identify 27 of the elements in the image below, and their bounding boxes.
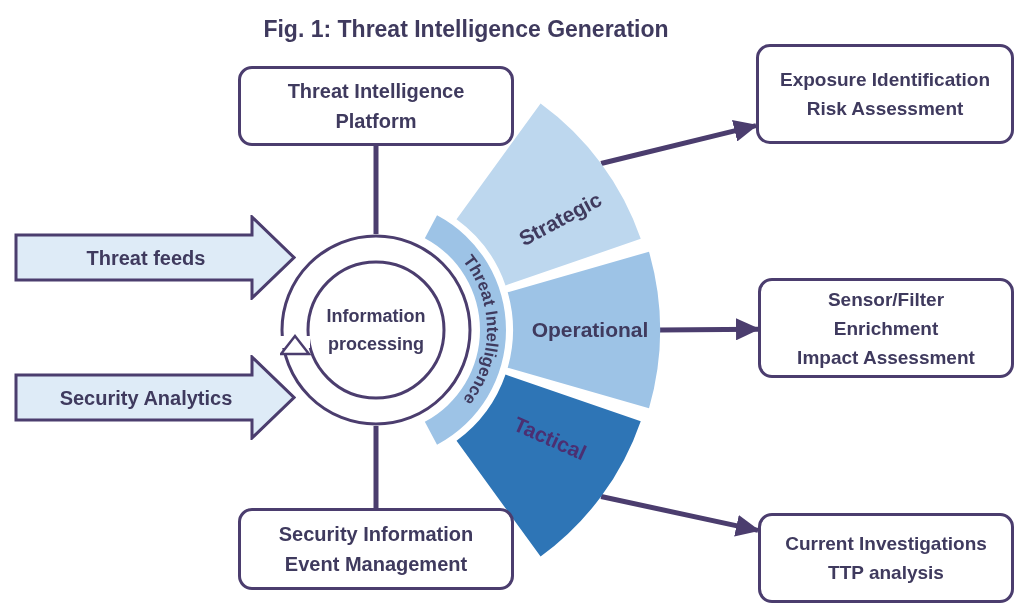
node-label: Risk Assessment xyxy=(806,97,964,121)
arrow xyxy=(659,318,760,341)
sector-label: Operational xyxy=(531,318,649,341)
block-arrow xyxy=(14,215,296,300)
process-box xyxy=(758,513,1014,603)
process-box xyxy=(758,278,1014,378)
node-label: Security Information Event Management xyxy=(277,522,475,577)
node-label: Information processing xyxy=(325,305,427,356)
process-box xyxy=(238,66,514,146)
node-label: Impact Assessment xyxy=(797,345,975,370)
node-label: Enrichment xyxy=(833,316,939,341)
block-arrow xyxy=(14,355,296,440)
process-box xyxy=(238,508,514,590)
connector-line xyxy=(373,426,379,508)
arrow xyxy=(600,494,760,537)
arrow xyxy=(600,120,758,166)
node-label: Exposure Identification xyxy=(779,68,991,92)
node-label: Current Investigations xyxy=(785,532,987,556)
diagram-title: Fig. 1: Threat Intelligence Generation xyxy=(262,15,670,44)
node-label: TTP analysis xyxy=(828,561,944,585)
node-label: Sensor/Filter xyxy=(827,287,945,312)
fan-sector xyxy=(507,251,660,409)
node-label: Security Analytics xyxy=(58,385,234,411)
connector-line xyxy=(373,146,379,234)
process-box xyxy=(756,44,1014,144)
node-label: Threat Intelligence Platform xyxy=(286,79,466,134)
node-label: Threat feeds xyxy=(85,245,207,271)
